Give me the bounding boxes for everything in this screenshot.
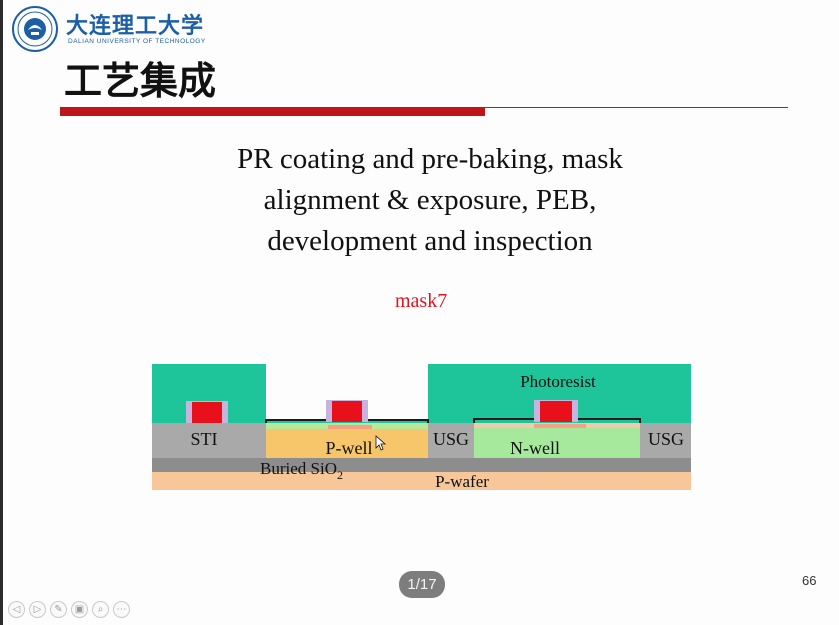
gate-2 [332,401,362,422]
buried-oxide-layer [152,458,691,472]
university-name-en: DALIAN UNIVERSITY OF TECHNOLOGY [68,38,206,45]
n-well-region [474,423,640,458]
n-well-label: N-well [510,438,560,458]
mask-label: mask7 [395,290,448,312]
prev-icon[interactable]: ◁ [8,601,25,618]
pen-icon[interactable]: ✎ [50,601,67,618]
title-accent-line [485,107,788,108]
sti-region [152,423,266,458]
presentation-toolbar: ◁ ▷ ✎ ▣ ⌕ ⋯ [8,601,130,618]
university-seal-icon [12,6,58,52]
title-accent-bar [60,107,485,116]
page-indicator[interactable]: 1/17 [399,571,445,598]
slide-title: 工艺集成 [64,59,217,103]
university-name-cn: 大连理工大学 [66,13,205,39]
gate-1 [192,402,222,423]
usg-left-label: USG [433,429,469,449]
body-line-2: alignment & exposure, PEB, [263,184,597,216]
window-edge [0,0,3,625]
mouse-cursor-icon [375,435,387,451]
process-cross-section-diagram: Photoresist STI P-well USG N-well USG Bu… [152,364,691,490]
slide-number: 66 [802,573,817,588]
slide-body-text: PR coating and pre-baking, mask alignmen… [150,139,710,262]
usg-left-region [428,423,474,458]
p-wafer-layer [152,472,691,490]
next-icon[interactable]: ▷ [29,601,46,618]
usg-right-region [640,423,691,458]
body-line-3: development and inspection [267,225,593,257]
more-icon[interactable]: ⋯ [113,601,130,618]
zoom-icon[interactable]: ⌕ [92,601,109,618]
gate-3 [540,401,572,422]
buried-sio2-label: Buried SiO2 [260,459,343,482]
p-well-label: P-well [326,438,373,458]
body-line-1: PR coating and pre-baking, mask [237,143,623,175]
usg-right-label: USG [648,429,684,449]
p-wafer-label: P-wafer [435,472,489,490]
sti-label: STI [191,429,218,449]
photoresist-label: Photoresist [520,372,596,391]
slides-icon[interactable]: ▣ [71,601,88,618]
